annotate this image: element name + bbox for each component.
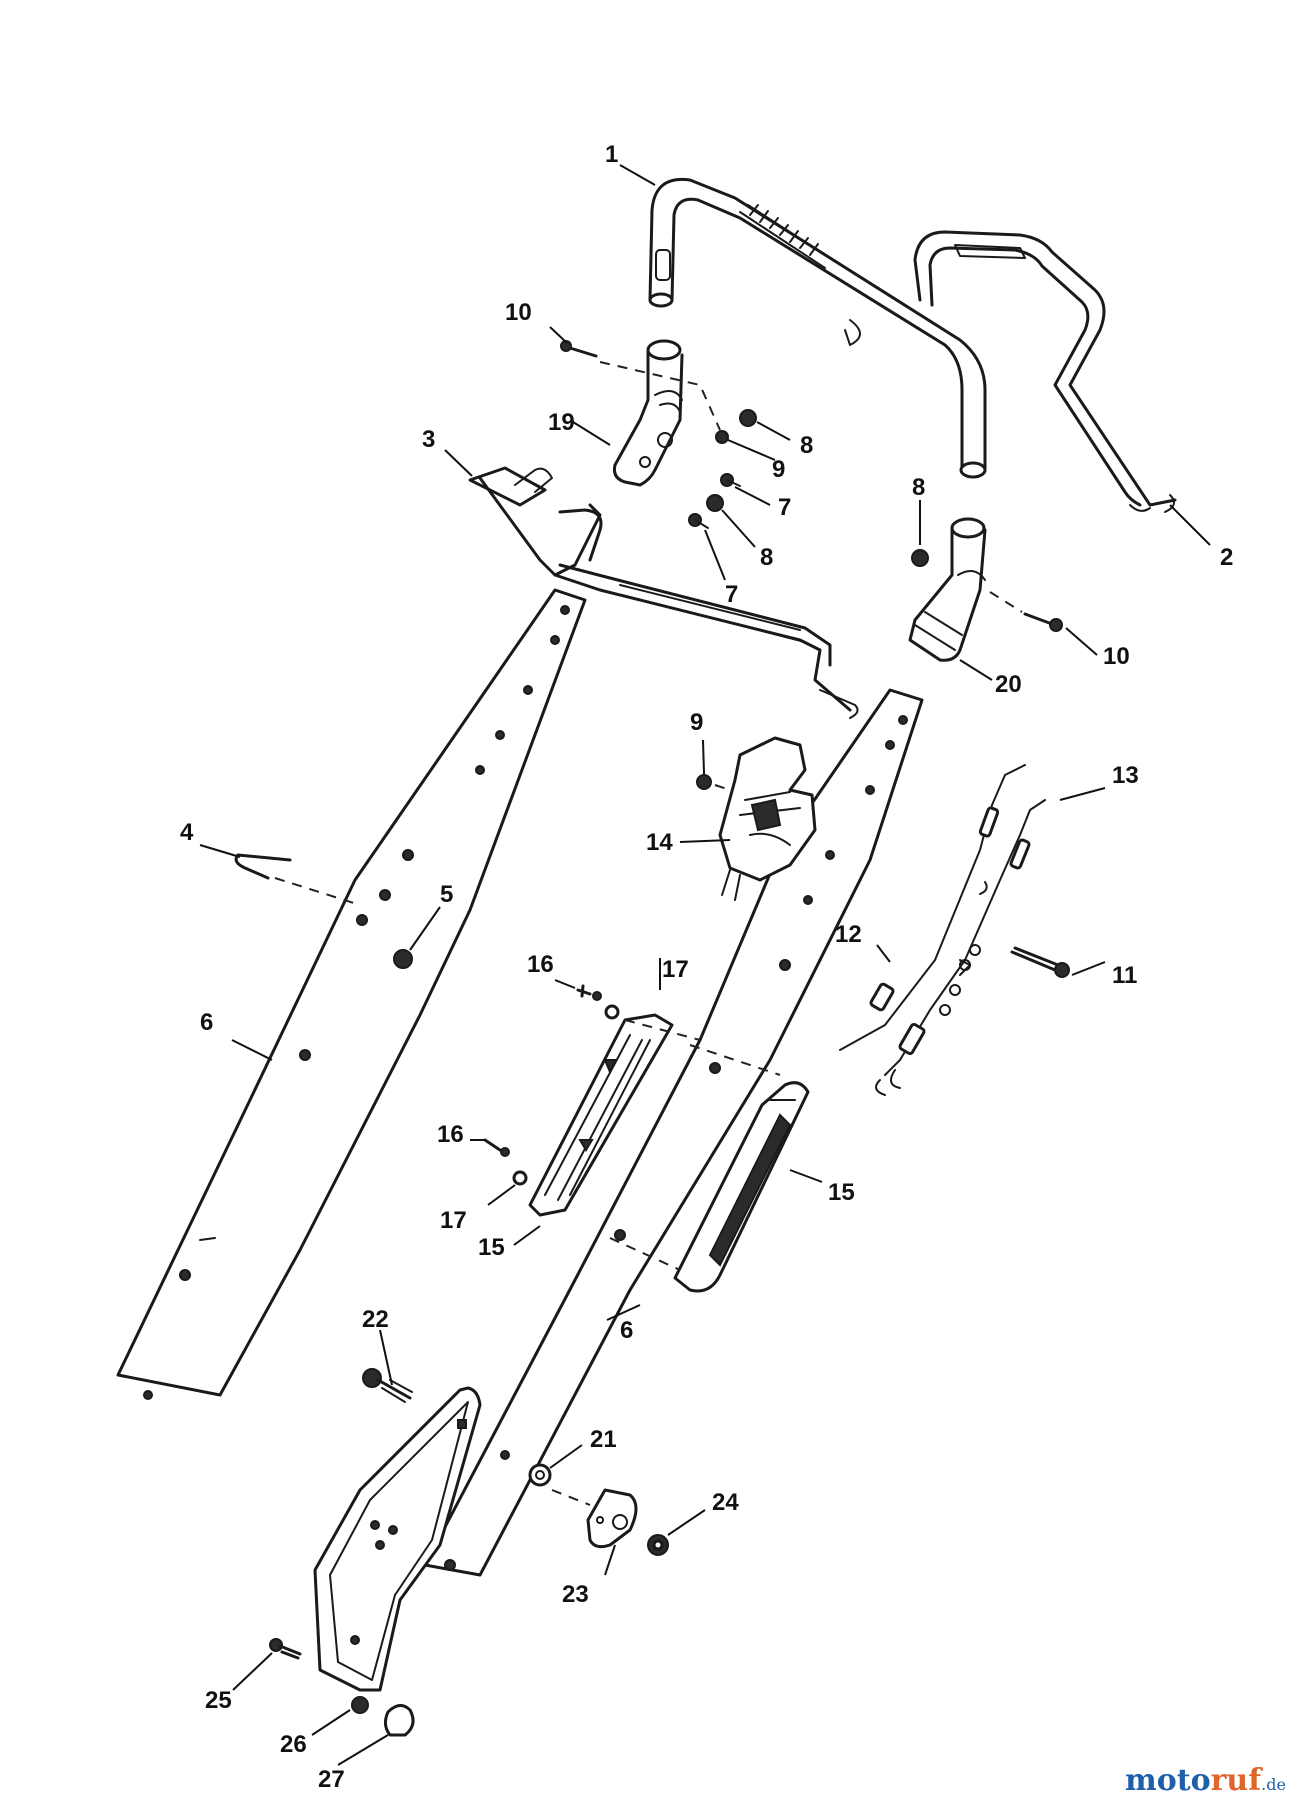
callout-label: 8 xyxy=(800,432,813,459)
bowden-cables xyxy=(839,764,1046,1096)
callout-label: 12 xyxy=(835,921,862,948)
callout-label: 13 xyxy=(1112,762,1139,789)
cable-guide-outer xyxy=(673,1081,810,1293)
bail-lever xyxy=(913,230,1177,513)
control-box xyxy=(718,736,817,901)
callout-label: 10 xyxy=(1103,643,1130,670)
callout-label: 10 xyxy=(505,299,532,326)
watermark-text-part1: moto xyxy=(1125,1763,1211,1798)
callout-label: 24 xyxy=(712,1489,739,1516)
lower-handle-tube-right xyxy=(423,688,924,1577)
callout-label: 3 xyxy=(422,426,435,453)
callout-label: 9 xyxy=(772,456,785,483)
side-mounting-bracket xyxy=(313,1386,482,1692)
lower-handle-tube-left xyxy=(116,588,587,1400)
handle-bracket-20 xyxy=(908,517,987,662)
screw-22 xyxy=(362,1368,413,1403)
callout-label: 20 xyxy=(995,671,1022,698)
callout-label: 17 xyxy=(440,1207,467,1234)
callout-label: 14 xyxy=(646,829,673,856)
callout-label: 22 xyxy=(362,1306,389,1333)
callout-label: 8 xyxy=(760,544,773,571)
screw-11 xyxy=(1010,946,1070,978)
upper-handle-bar xyxy=(648,177,987,479)
callout-label: 11 xyxy=(1112,962,1137,989)
callout-numbers: 1 2 3 4 5 6 6 7 7 8 8 8 9 9 10 10 11 12 … xyxy=(180,141,1233,1793)
clip-4 xyxy=(234,853,292,880)
callout-label: 2 xyxy=(1220,544,1233,571)
callout-label: 6 xyxy=(200,1009,213,1036)
callout-label: 4 xyxy=(180,819,194,846)
callout-label: 7 xyxy=(725,581,738,608)
callout-label: 15 xyxy=(478,1234,505,1261)
callout-label: 7 xyxy=(778,494,791,521)
cable-guide-inner xyxy=(528,1013,674,1217)
callout-label: 17 xyxy=(662,956,689,983)
callout-label: 5 xyxy=(440,881,453,908)
handle-fold-assembly xyxy=(468,466,859,719)
callout-label: 27 xyxy=(318,1766,345,1793)
svg-text:motoruf.de: motoruf.de xyxy=(1125,1763,1286,1798)
leader-lines xyxy=(199,164,1211,1766)
callout-label: 1 xyxy=(605,141,618,168)
watermark-text-part2: ruf xyxy=(1211,1763,1264,1798)
callout-label: 8 xyxy=(912,474,925,501)
site-watermark: motoruf.de xyxy=(1125,1763,1286,1798)
callout-label: 26 xyxy=(280,1731,307,1758)
callout-label: 23 xyxy=(562,1581,589,1608)
callout-label: 16 xyxy=(527,951,554,978)
nut-5 xyxy=(393,949,413,969)
callout-label: 19 xyxy=(548,409,575,436)
assembly-guide-lines xyxy=(274,361,1023,1506)
callout-label: 15 xyxy=(828,1179,855,1206)
callout-label: 25 xyxy=(205,1687,232,1714)
callout-label: 16 xyxy=(437,1121,464,1148)
handle-bracket-19 xyxy=(613,339,684,487)
watermark-text-part3: .de xyxy=(1261,1775,1286,1794)
callout-label: 9 xyxy=(690,709,703,736)
small-hardware xyxy=(269,340,1063,1737)
callout-label: 6 xyxy=(620,1317,633,1344)
callout-label: 21 xyxy=(590,1426,617,1453)
